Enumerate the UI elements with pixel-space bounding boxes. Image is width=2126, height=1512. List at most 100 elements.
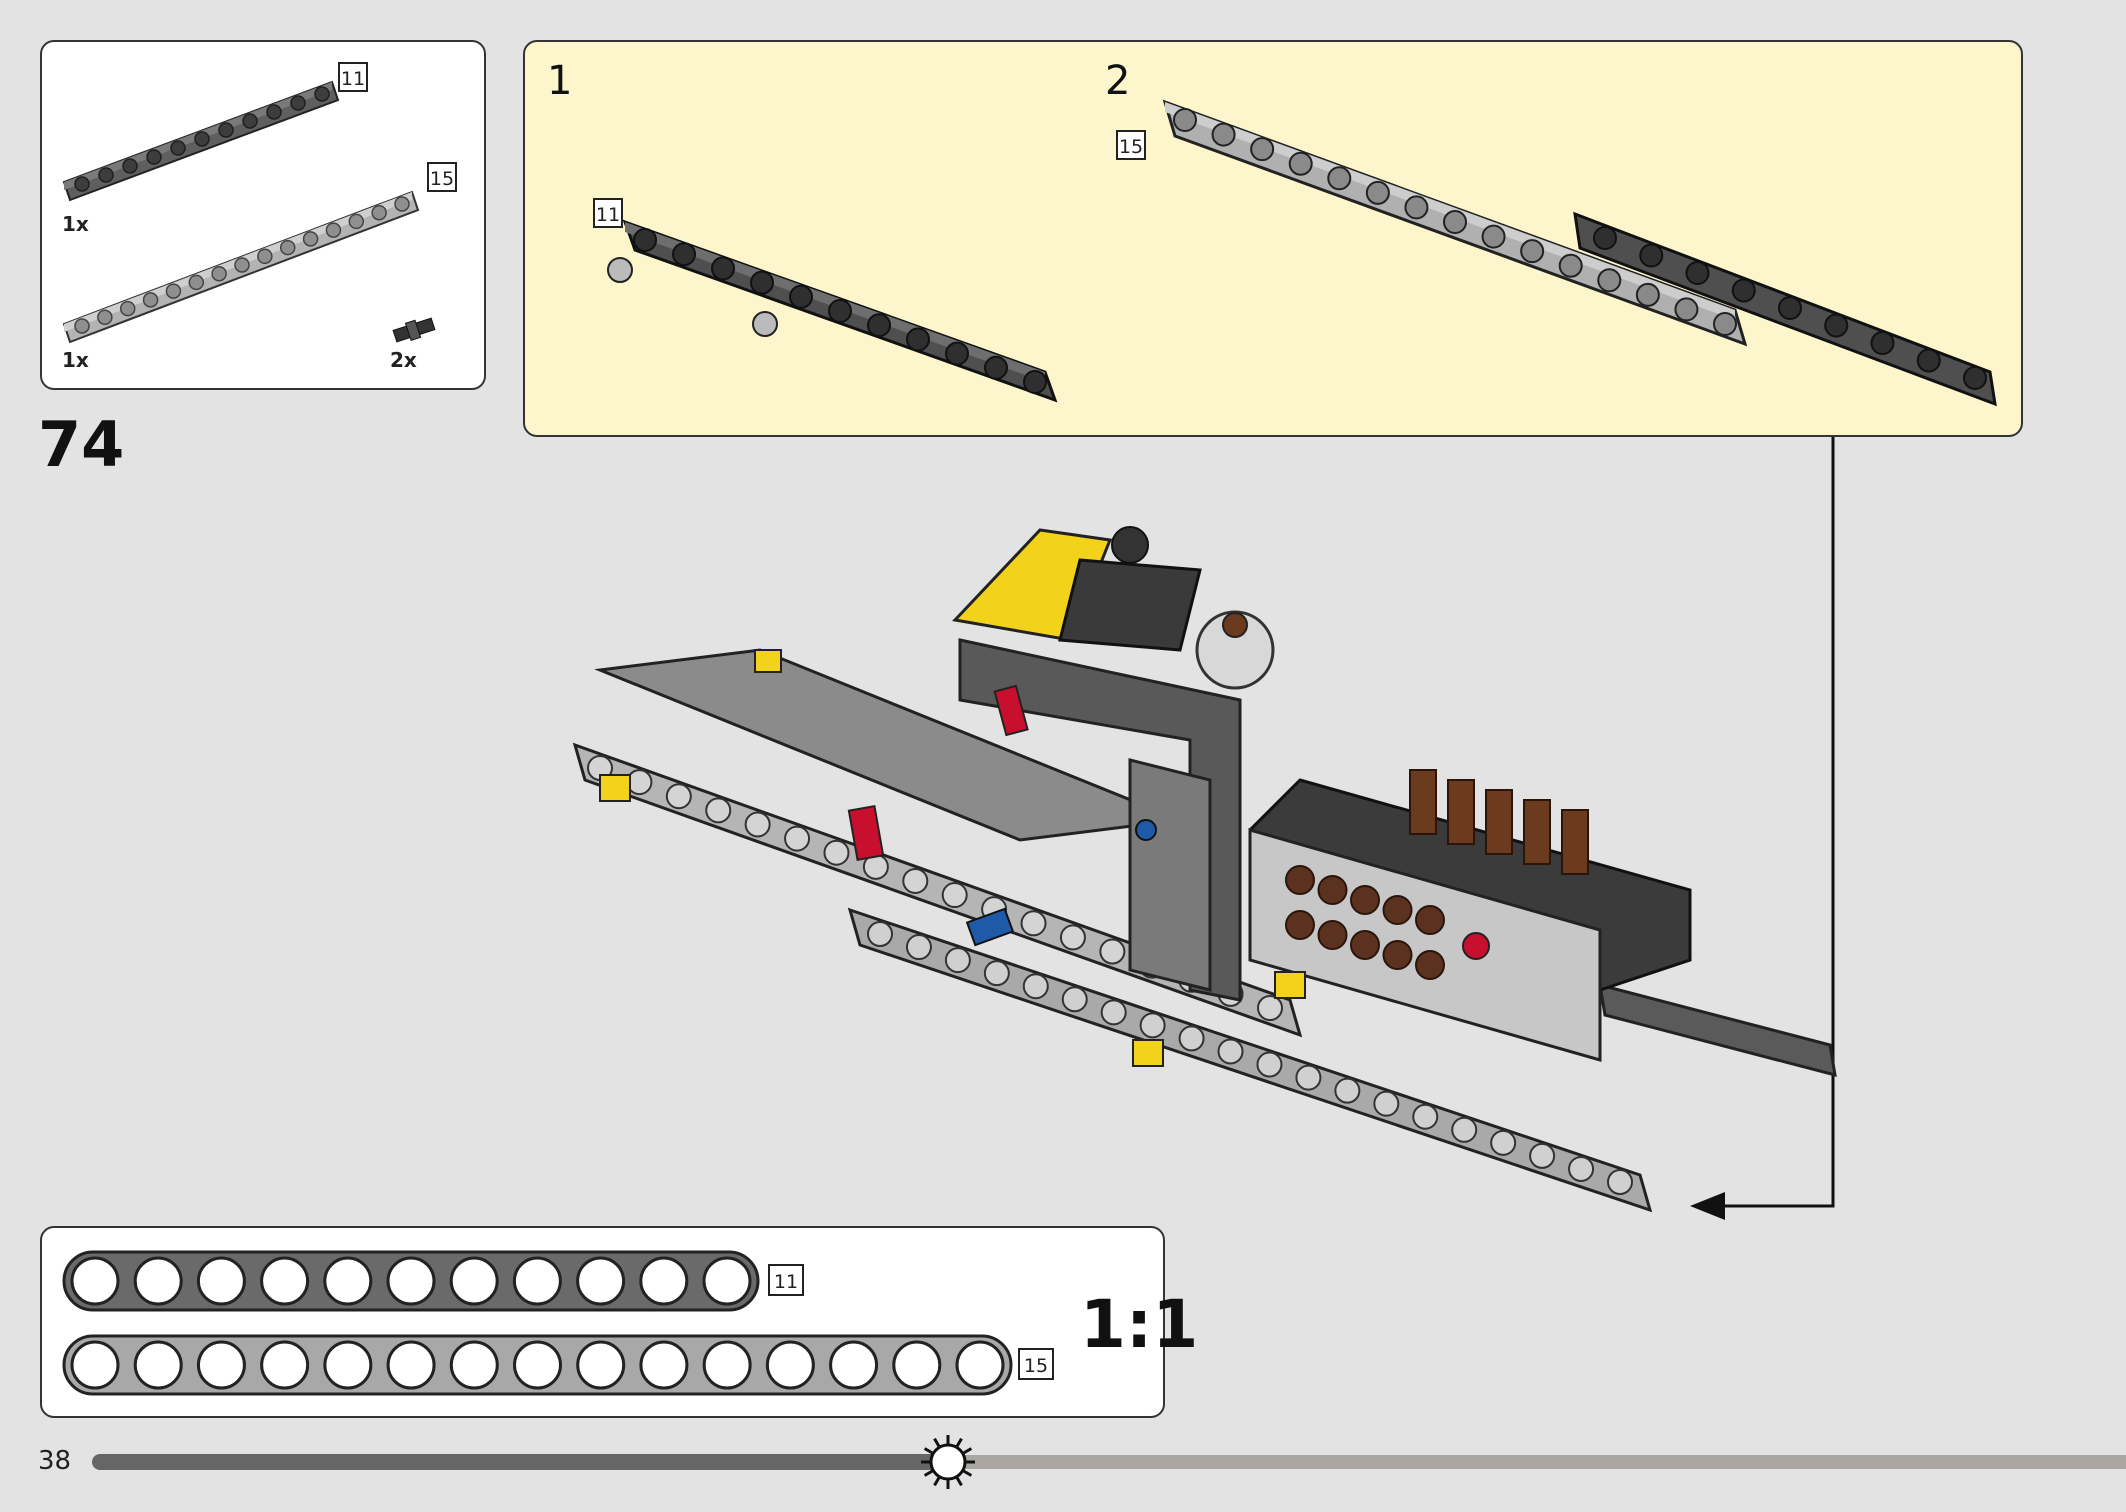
yellow-pin: [599, 649, 1306, 1067]
beam-hole: [711, 256, 735, 281]
beam-hole: [323, 1340, 373, 1390]
upper-frame: [594, 638, 1242, 1002]
beam-hole: [1365, 180, 1390, 205]
beam-hole: [449, 1256, 499, 1306]
beam-hole: [1173, 108, 1197, 132]
part-quantity: 1x: [62, 212, 89, 236]
beam-hole: [905, 934, 932, 961]
beam-hole: [386, 1340, 436, 1390]
beam-hole: [266, 104, 282, 120]
beam-hole: [1250, 137, 1275, 162]
beam-hole: [944, 947, 971, 974]
beam-hole: [1139, 1012, 1166, 1039]
parts-list-panel: 11 15 1x 1x 2x: [40, 40, 486, 390]
substep-1-beam: [607, 219, 1058, 403]
beam-hole: [98, 167, 114, 183]
substep-illustration: [607, 99, 1997, 407]
beam-hole: [302, 231, 319, 247]
beam-hole: [1870, 331, 1895, 355]
part-length-badge: 11: [338, 62, 368, 92]
scale-beam-11: [62, 1250, 760, 1312]
beam-hole: [1350, 885, 1380, 915]
beam-hole: [744, 811, 771, 838]
scale-length-badge: 15: [1018, 1348, 1054, 1380]
beam-hole: [218, 122, 234, 138]
beam-hole: [1490, 1129, 1517, 1156]
beam-hole: [906, 327, 930, 352]
engine-cylinder: [1447, 779, 1475, 845]
beam-hole: [133, 1256, 183, 1306]
beam-hole: [513, 1340, 562, 1390]
beam-hole: [823, 839, 850, 866]
engine-cylinder: [1523, 799, 1551, 865]
beam-hole: [260, 1256, 310, 1306]
beam-hole: [1520, 239, 1545, 264]
beam-hole: [1285, 865, 1315, 895]
red-pin: [847, 684, 1029, 862]
beam-hole: [257, 248, 273, 265]
beam-hole: [188, 274, 205, 291]
beam-hole: [119, 300, 136, 317]
beam-hole: [1731, 278, 1756, 303]
beam-hole: [983, 960, 1010, 987]
beam-hole: [1382, 940, 1413, 970]
beam-hole: [1099, 938, 1126, 965]
beam-hole: [1674, 297, 1699, 322]
beam-hole: [984, 355, 1008, 380]
beam-hole: [1317, 875, 1348, 905]
beam-11-part: [62, 80, 340, 202]
beam-hole: [348, 213, 365, 230]
beam-hole: [633, 228, 657, 252]
axle-pin-part: [392, 317, 436, 343]
beam-hole: [1350, 930, 1380, 960]
beam-hole: [1295, 1064, 1322, 1091]
substep-number: 2: [1105, 58, 1131, 104]
beam-hole: [1916, 348, 1941, 373]
beam-hole: [74, 318, 90, 334]
beam-hole: [1211, 122, 1236, 147]
beam-hole: [1317, 920, 1348, 950]
beam-hole: [1607, 1169, 1633, 1195]
beam-hole: [314, 86, 330, 102]
part-quantity: 1x: [62, 348, 89, 372]
beam-hole: [1257, 995, 1283, 1021]
beam-hole: [639, 1256, 689, 1306]
beam-hole: [279, 239, 296, 256]
beam-hole: [512, 1256, 562, 1306]
beam-hole: [1824, 313, 1849, 338]
beam-hole: [702, 1340, 752, 1390]
beam-hole: [1639, 243, 1664, 268]
beam-hole: [323, 1256, 373, 1306]
beam-hole: [702, 1256, 752, 1306]
beam-hole: [325, 222, 342, 238]
beam-hole: [1451, 1116, 1478, 1143]
callout-arrow: [1690, 437, 1835, 1220]
part-quantity: 2x: [390, 348, 417, 372]
beam-hole: [1382, 895, 1413, 925]
beam-hole: [133, 1340, 183, 1390]
beam-hole: [1635, 282, 1660, 307]
beam-hole: [1334, 1077, 1361, 1104]
beam-hole: [1020, 910, 1047, 937]
page-number: 38: [38, 1446, 72, 1476]
engine-block: [1248, 769, 1692, 1062]
beam-hole: [194, 131, 210, 147]
beam-hole: [1256, 1051, 1283, 1078]
parts-list-illustration: [62, 80, 436, 344]
beam-hole: [784, 825, 811, 852]
engine-cylinder: [1485, 789, 1513, 855]
scale-beam-15: [62, 1334, 1013, 1396]
beam-hole: [70, 1256, 120, 1306]
beam-hole: [1713, 312, 1737, 336]
beam-hole: [1415, 950, 1445, 980]
beam-hole: [122, 158, 138, 174]
beam-hole: [705, 797, 732, 824]
substep-number: 1: [547, 58, 573, 104]
beam-hole: [892, 1340, 942, 1390]
beam-hole: [1558, 253, 1583, 278]
beam-hole: [1412, 1103, 1439, 1130]
beam-hole: [902, 867, 929, 894]
beam-hole: [828, 299, 852, 323]
beam-hole: [1061, 986, 1088, 1013]
